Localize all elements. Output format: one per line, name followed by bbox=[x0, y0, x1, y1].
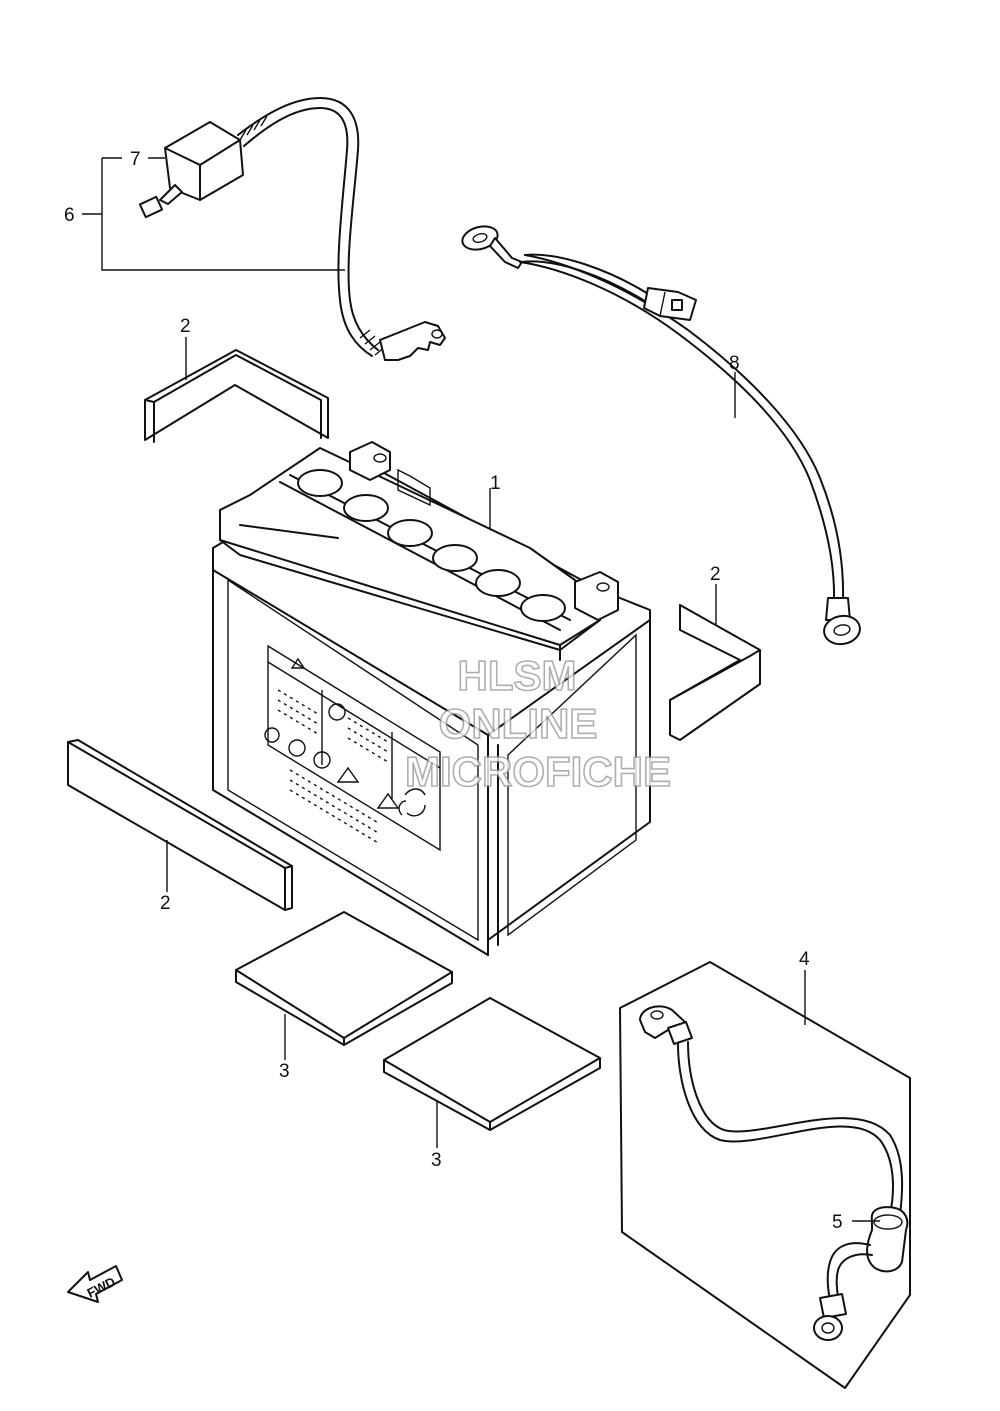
callout-3-upper-sheet: 3 bbox=[279, 1061, 290, 1082]
sheet-upper bbox=[235, 911, 453, 1060]
battery bbox=[212, 441, 651, 956]
callout-2-upper-pad: 2 bbox=[180, 316, 191, 337]
lead-wire bbox=[461, 225, 861, 646]
watermark-line-3: MICROFICHE bbox=[405, 748, 671, 795]
callout-2-long-pad: 2 bbox=[160, 893, 171, 914]
callout-3-lower-sheet: 3 bbox=[431, 1150, 442, 1171]
fwd-arrow-icon: FWD bbox=[67, 1265, 123, 1303]
callout-numbers: 1 2 2 2 3 3 4 5 6 7 8 bbox=[64, 149, 843, 1233]
pad-long bbox=[67, 739, 293, 911]
pad-right bbox=[669, 584, 761, 741]
watermark-line-1: HLSM bbox=[458, 652, 577, 699]
sheet-lower bbox=[383, 997, 601, 1148]
callout-8: 8 bbox=[729, 353, 740, 374]
callout-6: 6 bbox=[64, 205, 75, 226]
callout-2-right-pad: 2 bbox=[710, 564, 721, 585]
watermark-line-2: ONLINE bbox=[439, 700, 598, 747]
callout-4: 4 bbox=[799, 949, 810, 970]
watermark: HLSM ONLINE MICROFICHE bbox=[404, 651, 672, 796]
callout-5: 5 bbox=[832, 1212, 843, 1233]
callout-7: 7 bbox=[130, 149, 141, 170]
callout-1: 1 bbox=[490, 473, 501, 494]
ground-cable bbox=[639, 1005, 909, 1341]
positive-cable-assembly bbox=[82, 97, 446, 361]
pad-upper-left bbox=[144, 337, 329, 443]
